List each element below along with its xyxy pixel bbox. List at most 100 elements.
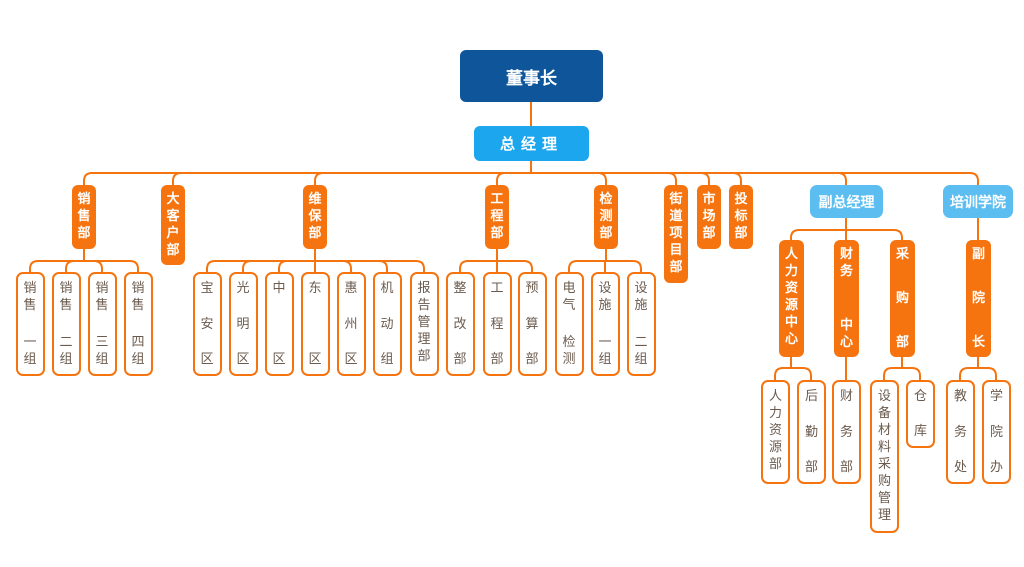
leaf-maint-label-part: 区: [272, 352, 286, 367]
leaf-vgm-label-part: 人力资源部: [768, 389, 782, 472]
leaf-maint[interactable]: 光明区: [228, 272, 258, 376]
connector: [732, 172, 742, 185]
general-manager-node[interactable]: 总经理: [474, 126, 589, 161]
leaf-sales[interactable]: 销售二组: [51, 272, 81, 376]
leaf-eng-label-part: 部: [453, 352, 467, 367]
sub-center[interactable]: 人力资源中心: [779, 240, 804, 357]
leaf-maint-label-part: 动: [380, 316, 394, 332]
leaf-maint[interactable]: 东区: [300, 272, 330, 376]
leaf-vgm-label-part: 设备材料采购管理: [877, 389, 891, 523]
leaf-vgm-label-part: 勤: [804, 424, 818, 440]
leaf-academy-label-part: 务: [953, 424, 967, 440]
connector: [342, 260, 352, 272]
dept-bigclient[interactable]: 大客户部: [161, 185, 185, 265]
leaf-sales[interactable]: 销售一组: [15, 272, 45, 376]
leaf-eng-label-part: 整: [453, 281, 467, 296]
leaf-eng-label-part: 部: [525, 352, 539, 367]
dept-market-label-part: 市场部: [702, 192, 716, 241]
connector: [378, 260, 388, 272]
leaf-vgm-label-part: 库: [913, 424, 927, 439]
leaf-maint[interactable]: 机动组: [372, 272, 402, 376]
leaf-eng[interactable]: 工程部: [482, 272, 512, 376]
connector: [65, 260, 75, 272]
leaf-sales[interactable]: 销售四组: [123, 272, 153, 376]
leaf-inspect-label-part: 检测: [562, 335, 576, 367]
leaf-eng-label-part: 部: [490, 352, 504, 367]
sub-center[interactable]: 副院长: [966, 240, 991, 357]
leaf-sales-label-part: 三组: [95, 335, 109, 367]
leaf-vgm-label-part: 仓: [913, 389, 927, 404]
sub-center-label-part: 购: [895, 291, 909, 306]
leaf-maint[interactable]: 报告管理部: [409, 272, 439, 376]
dept-vgm[interactable]: 副总经理: [810, 185, 883, 218]
dept-street[interactable]: 街道项目部: [664, 185, 688, 283]
leaf-vgm[interactable]: 仓库: [906, 380, 935, 448]
sub-center[interactable]: 财务中心: [834, 240, 859, 357]
leaf-maint[interactable]: 宝安区: [192, 272, 222, 376]
connector: [93, 260, 103, 272]
connector: [29, 260, 139, 272]
sub-center-label-part: 财务: [839, 247, 853, 279]
leaf-inspect-label-part: 设施: [598, 281, 612, 313]
dept-street-label-part: 街道项目部: [669, 192, 683, 275]
leaf-inspect[interactable]: 设施一组: [590, 272, 620, 376]
connector: [496, 172, 506, 185]
leaf-inspect-label-part: 电气: [562, 281, 576, 313]
sub-center-label-part: 采: [895, 247, 909, 262]
leaf-sales-label-part: 销售: [95, 281, 109, 313]
leaf-sales-label-part: 一组: [23, 335, 37, 367]
connector: [774, 367, 812, 380]
sub-center-label-part: 部: [895, 335, 909, 350]
leaf-maint-label-part: 区: [236, 352, 250, 367]
leaf-academy[interactable]: 学院办: [982, 380, 1011, 484]
connector: [700, 172, 710, 185]
dept-market[interactable]: 市场部: [697, 185, 721, 249]
leaf-inspect[interactable]: 设施二组: [626, 272, 656, 376]
connector: [242, 260, 252, 272]
leaf-vgm[interactable]: 人力资源部: [761, 380, 790, 484]
sub-center-label-part: 副: [971, 247, 985, 262]
dept-maint[interactable]: 维保部: [303, 185, 327, 249]
leaf-vgm-label-part: 后: [804, 389, 818, 404]
dept-eng[interactable]: 工程部: [485, 185, 509, 249]
leaf-sales-label-part: 销售: [59, 281, 73, 313]
general-manager-label: 总经理: [499, 135, 563, 153]
connector: [172, 172, 182, 185]
leaf-maint-label-part: 明: [236, 316, 250, 332]
leaf-academy[interactable]: 教务处: [946, 380, 975, 484]
leaf-sales[interactable]: 销售三组: [87, 272, 117, 376]
sub-center[interactable]: 采购部: [890, 240, 915, 357]
leaf-sales-label-part: 销售: [23, 281, 37, 313]
dept-bid[interactable]: 投标部: [729, 185, 753, 249]
leaf-vgm[interactable]: 后勤部: [797, 380, 826, 484]
dept-sales[interactable]: 销售部: [72, 185, 96, 249]
leaf-maint[interactable]: 中区: [264, 272, 294, 376]
leaf-eng[interactable]: 整改部: [445, 272, 475, 376]
leaf-vgm[interactable]: 设备材料采购管理: [870, 380, 899, 533]
dept-bid-label-part: 投标部: [734, 192, 748, 241]
dept-academy[interactable]: 培训学院: [943, 185, 1013, 218]
leaf-maint-label-part: 安: [200, 316, 214, 332]
leaf-eng[interactable]: 预算部: [517, 272, 547, 376]
chairman-node[interactable]: 董事长: [460, 50, 603, 102]
leaf-maint-label-part: 中: [272, 281, 286, 296]
connector: [83, 172, 979, 185]
leaf-maint-label-part: 区: [308, 352, 322, 367]
leaf-academy-label-part: 处: [953, 460, 967, 475]
leaf-eng-label-part: 预: [525, 281, 539, 296]
dept-inspect-label-part: 检测部: [599, 192, 613, 241]
dept-sales-label-part: 销售部: [77, 192, 91, 241]
leaf-eng-label-part: 程: [490, 316, 504, 332]
connector: [278, 260, 288, 272]
leaf-vgm-label-part: 财: [839, 389, 853, 404]
leaf-academy-label-part: 院: [989, 424, 1003, 440]
leaf-maint[interactable]: 惠州区: [336, 272, 366, 376]
leaf-inspect-label-part: 设施: [634, 281, 648, 313]
leaf-inspect-label-part: 一组: [598, 335, 612, 367]
leaf-inspect[interactable]: 电气检测: [554, 272, 584, 376]
leaf-vgm[interactable]: 财务部: [832, 380, 861, 484]
dept-inspect[interactable]: 检测部: [594, 185, 618, 249]
leaf-maint-label-part: 州: [344, 316, 358, 332]
leaf-maint-label-part: 区: [200, 352, 214, 367]
